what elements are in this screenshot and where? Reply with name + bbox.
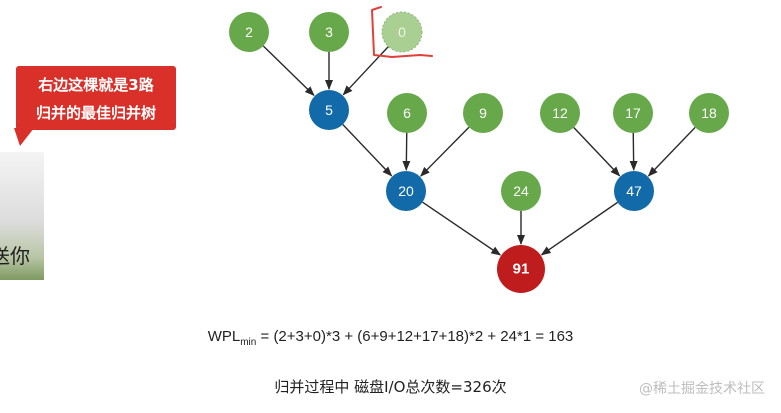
tree-node-24: 24 [501, 171, 541, 211]
tree-node-2: 2 [229, 12, 269, 52]
callout-line-1: 右边这棵就是3路 [38, 76, 154, 94]
tree-node-18: 18 [689, 93, 729, 133]
tree-node-12: 12 [540, 93, 580, 133]
node-circle [613, 93, 653, 133]
hand-drawn-bracket-annotation [371, 6, 433, 58]
tree-node-3: 3 [309, 12, 349, 52]
edge-n5-n20 [342, 124, 393, 177]
wpl-formula: WPLmin = (2+3+0)*3 + (6+9+12+17+18)*2 + … [0, 328, 781, 348]
callout-tail [14, 128, 34, 146]
node-label: 6 [403, 105, 411, 121]
video-caption: 送你 [0, 244, 30, 268]
node-circle [540, 93, 580, 133]
edge-n9-n20 [420, 126, 470, 177]
node-label: 91 [513, 261, 530, 278]
node-label: 9 [479, 105, 487, 121]
video-thumbnail: 送你 [0, 152, 44, 280]
watermark: @稀土掘金技术社区 [639, 381, 765, 397]
tree-node-6: 6 [387, 93, 427, 133]
node-circle [463, 93, 503, 133]
node-circle [497, 245, 545, 293]
tree-node-20: 20 [386, 171, 426, 211]
tree-node-9: 9 [463, 93, 503, 133]
node-circle [614, 171, 654, 211]
callout-line-2: 归并的最佳归并树 [35, 104, 156, 122]
node-label: 2 [245, 24, 253, 40]
node-circle [689, 93, 729, 133]
io-summary: 归并过程中 磁盘I/O总次数=326次 [274, 378, 507, 396]
tree-node-0: 0 [381, 11, 423, 53]
node-label: 18 [701, 105, 717, 121]
wpl-expression: = (2+3+0)*3 + (6+9+12+17+18)*2 + 24*1 = … [256, 328, 574, 345]
node-label: 12 [552, 105, 568, 121]
wpl-label: WPL [207, 328, 241, 345]
edge-n18-n47 [647, 126, 696, 177]
callout-bubble: 右边这棵就是3路 归并的最佳归并树 [16, 66, 176, 130]
edge-n2-n5 [262, 45, 315, 97]
node-circle [386, 171, 426, 211]
node-label: 47 [626, 183, 642, 199]
edge-n20-n91 [422, 201, 502, 256]
tree-node-5: 5 [309, 90, 349, 130]
node-circle [309, 12, 349, 52]
tree-node-17: 17 [613, 93, 653, 133]
edge-n47-n91 [540, 201, 618, 256]
node-circle [501, 171, 541, 211]
node-label: 20 [398, 183, 414, 199]
node-circle [387, 93, 427, 133]
tree-node-91: 91 [497, 245, 545, 293]
node-label: 3 [325, 24, 333, 40]
node-circle [309, 90, 349, 130]
node-label: 17 [625, 105, 641, 121]
node-circle [229, 12, 269, 52]
node-label: 5 [325, 102, 333, 118]
node-label: 24 [513, 183, 529, 199]
wpl-subscript: min [240, 337, 257, 348]
node-label: 0 [398, 24, 406, 40]
edge-n12-n47 [573, 127, 621, 177]
tree-node-47: 47 [614, 171, 654, 211]
edge-n0-n5 [342, 46, 389, 96]
merge-tree-diagram: 2 3 0 5 6 9 12 17 18 20 24 47 91 [229, 6, 729, 293]
node-circle [381, 11, 423, 53]
